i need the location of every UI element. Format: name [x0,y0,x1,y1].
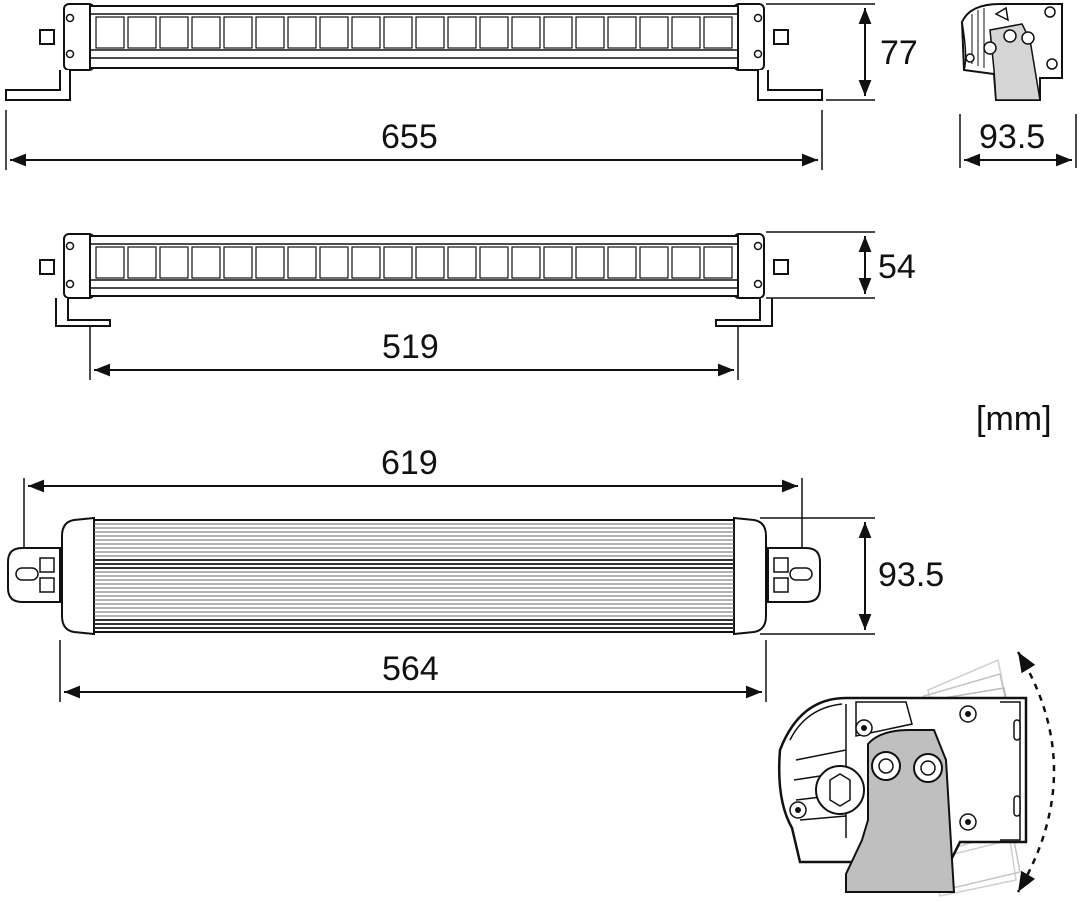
dimension-619: 619 [23,444,803,548]
front-view-short-bracket [39,233,789,327]
dimension-519: 519 [89,326,739,380]
led-cell [287,16,317,49]
led-cell [671,246,701,279]
side-view-tilt-detail [777,651,1056,897]
led-cell [159,16,189,49]
dimension-54: 54 [766,231,916,299]
led-cell [447,246,477,279]
led-cell [639,16,669,49]
led-cells [95,246,733,279]
led-cell [191,246,221,279]
led-cell [95,16,125,49]
dimension-label-54: 54 [878,248,916,286]
dimension-564: 564 [59,640,767,702]
dimension-label-side-93-5: 93.5 [979,118,1045,156]
dimension-label-619: 619 [381,444,438,482]
led-cell [543,246,573,279]
led-cell [639,246,669,279]
led-cell [383,16,413,49]
led-cell [511,246,541,279]
dimension-label-519: 519 [382,328,439,366]
led-cell [191,16,221,49]
dimension-label-655: 655 [381,118,438,156]
dimension-77: 77 [766,3,918,101]
led-cell [383,246,413,279]
led-cell [415,246,445,279]
led-cell [511,16,541,49]
led-cell [575,16,605,49]
led-cell [575,246,605,279]
led-cell [351,16,381,49]
led-cell [127,246,157,279]
led-cell [607,16,637,49]
led-cell [223,16,253,49]
heatsink-fins [94,523,734,629]
dimension-655: 655 [5,110,823,170]
mounting-bracket [5,70,71,101]
led-cell [223,246,253,279]
led-cell [543,16,573,49]
dimension-label-77: 77 [880,34,918,72]
led-cell [703,246,733,279]
led-cell [255,246,285,279]
led-cell [319,246,349,279]
side-view-small [960,3,1063,101]
led-cell [351,246,381,279]
dimension-side-93-5: 93.5 [959,114,1077,168]
dimension-label-bottom-93-5: 93.5 [878,556,944,594]
led-cell [127,16,157,49]
led-cell [703,16,733,49]
dimension-label-564: 564 [382,650,439,688]
led-cells [95,16,733,49]
led-cell [671,16,701,49]
tilt-arc-arrow [1016,651,1056,893]
dimension-bottom-93-5: 93.5 [760,517,944,635]
front-view-long-bracket [5,3,823,101]
top-view-heatsink [7,516,821,636]
unit-label: [mm] [976,400,1052,438]
led-cell [287,246,317,279]
led-cell [447,16,477,49]
led-cell [415,16,445,49]
led-cell [95,246,125,279]
led-cell [607,246,637,279]
led-cell [479,246,509,279]
led-cell [159,246,189,279]
led-cell [255,16,285,49]
led-cell [479,16,509,49]
led-cell [319,16,349,49]
